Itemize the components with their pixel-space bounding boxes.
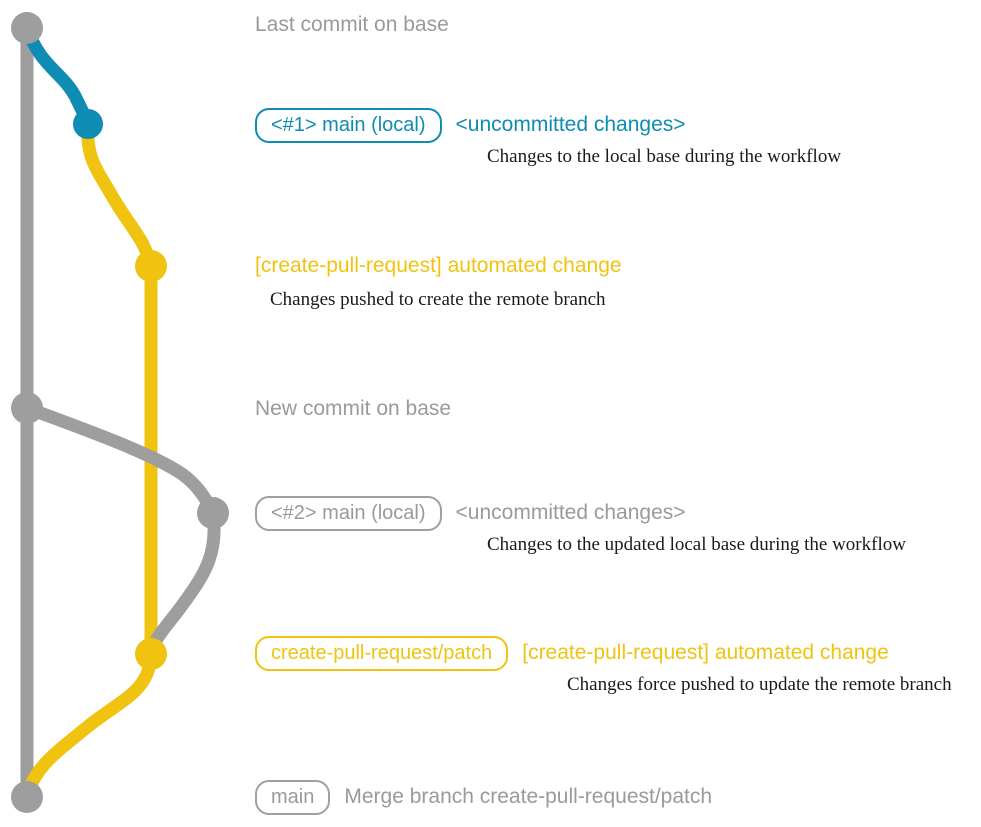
commit-row-new-commit-on-base: New commit on base xyxy=(255,398,451,420)
branch-tag-create-pull-request-patch[interactable]: create-pull-request/patch xyxy=(255,636,509,671)
branch-tag-main[interactable]: main xyxy=(255,780,331,815)
commit-description-local-change-1: Changes to the local base during the wor… xyxy=(487,146,842,167)
edge-base-to-local-1 xyxy=(20,21,95,131)
node-base-new-commit[interactable] xyxy=(11,392,43,424)
commit-subject: [create-pull-request] automated change xyxy=(255,254,622,277)
edge-remote-2-to-merge xyxy=(20,647,158,804)
edge-local-2-to-remote-2 xyxy=(144,506,221,661)
commit-subject: Last commit on base xyxy=(255,13,449,36)
commit-subject: [create-pull-request] automated change xyxy=(522,641,889,664)
graph-nodes xyxy=(11,12,229,813)
graph-edges xyxy=(20,21,221,804)
node-remote-commit-2[interactable] xyxy=(135,638,167,670)
commit-description-automated-change-2: Changes force pushed to update the remot… xyxy=(567,674,952,695)
commit-description-local-change-2: Changes to the updated local base during… xyxy=(487,534,906,555)
commit-subject: Merge branch create-pull-request/patch xyxy=(344,785,713,808)
node-merge-commit[interactable] xyxy=(11,781,43,813)
edge-local-1-to-remote-1 xyxy=(81,117,158,273)
commit-row-local-change-2: <#2> main (local) <uncommitted changes> xyxy=(255,496,686,531)
commit-description-automated-change-1: Changes pushed to create the remote bran… xyxy=(270,289,606,310)
commit-row-local-change-1: <#1> main (local) <uncommitted changes> xyxy=(255,108,686,143)
commit-row-merge-commit: main Merge branch create-pull-request/pa… xyxy=(255,780,712,815)
branch-tag-main-local-1[interactable]: <#1> main (local) xyxy=(255,108,442,143)
branch-tag-main-local-2[interactable]: <#2> main (local) xyxy=(255,496,442,531)
commit-row-last-commit-on-base: Last commit on base xyxy=(255,14,449,36)
commit-subject: New commit on base xyxy=(255,397,452,420)
edge-base-to-local-2 xyxy=(20,401,220,520)
commit-row-automated-change-1: [create-pull-request] automated change xyxy=(255,255,622,277)
commit-subject: <uncommitted changes> xyxy=(455,501,686,524)
node-local-commit-1[interactable] xyxy=(73,109,103,139)
node-remote-commit-1[interactable] xyxy=(135,250,167,282)
commit-row-automated-change-2: create-pull-request/patch [create-pull-r… xyxy=(255,636,889,671)
node-local-commit-2[interactable] xyxy=(197,497,229,529)
node-base-head[interactable] xyxy=(11,12,43,44)
commit-subject: <uncommitted changes> xyxy=(455,113,686,136)
